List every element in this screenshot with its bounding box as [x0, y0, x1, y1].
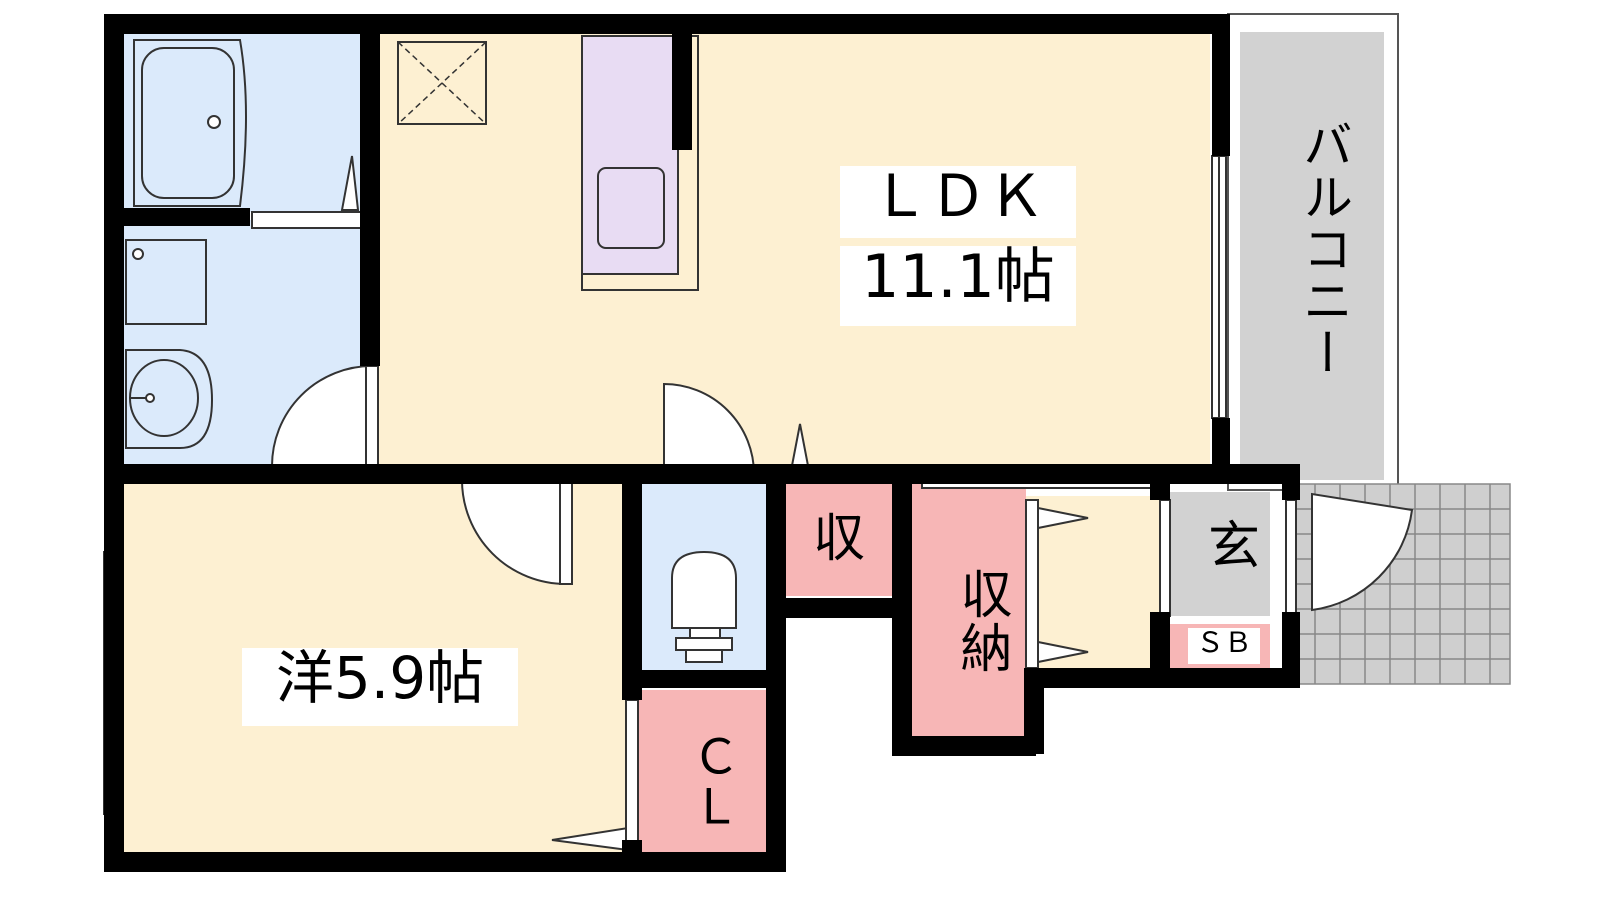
wash-basin-icon — [125, 349, 214, 449]
small-storage-label: 収 — [806, 512, 872, 578]
closet-label: ＣＬ — [676, 720, 739, 844]
ldk-room-size: 11.1帖 — [840, 246, 1076, 326]
western-room-label: 洋5.9帖 — [242, 648, 518, 726]
ldk-window-icon — [1211, 155, 1227, 419]
stove-icon — [597, 167, 665, 249]
toilet-icon — [671, 550, 737, 663]
drain-icon — [132, 248, 144, 260]
bathtub-icon — [133, 39, 247, 207]
ldk-floor — [378, 28, 1210, 468]
bath-door-icon — [340, 155, 360, 211]
bath-partition — [251, 211, 367, 229]
walls — [104, 14, 1300, 872]
fridge-space-icon — [397, 41, 487, 125]
ldk-room-name: ＬＤＫ — [840, 166, 1076, 238]
shoe-box-label: ＳＢ — [1188, 628, 1260, 664]
storage-label: 収納 — [944, 556, 1011, 686]
entrance-label: 玄 — [1204, 520, 1264, 586]
closet-sliding-door-icon — [625, 699, 639, 851]
balcony-label: バルコニー — [1284, 84, 1353, 414]
storage-door-icon — [1025, 499, 1089, 669]
entrance-door-icon — [1311, 492, 1414, 612]
